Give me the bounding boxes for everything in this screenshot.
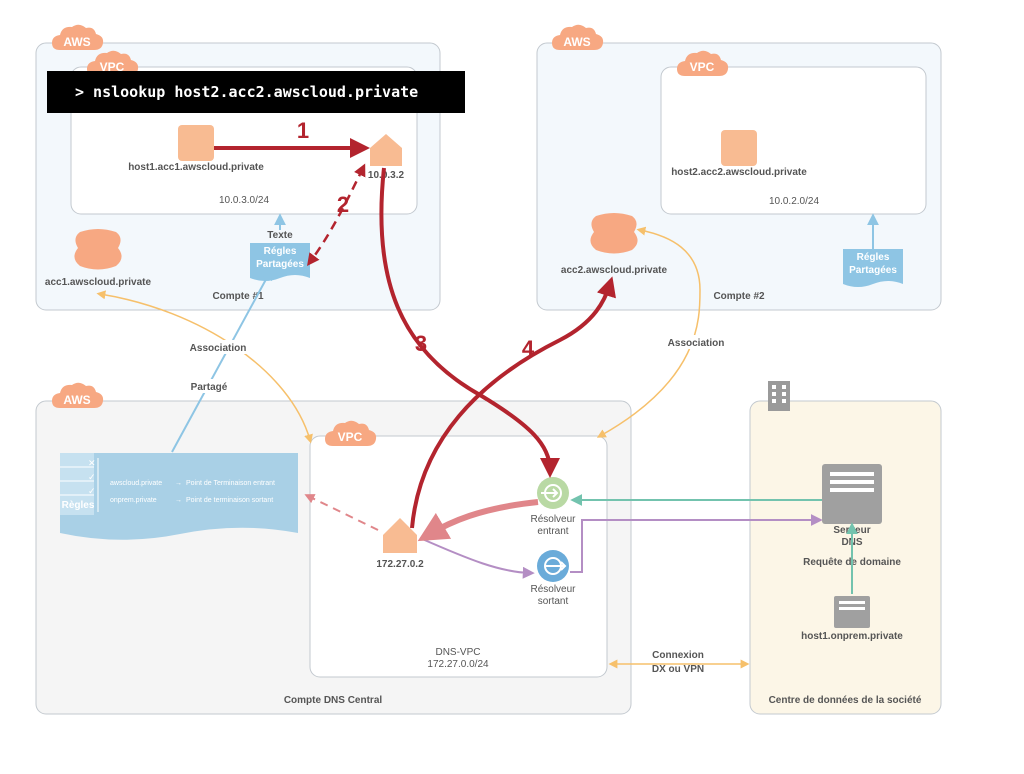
connection-label-1: Connexion	[652, 650, 704, 661]
aws-cloud-icon: AWS	[552, 24, 604, 50]
resolver-to-outbound-line	[419, 537, 535, 579]
outbound-resolver-label-2: sortant	[538, 596, 569, 607]
vpc-cloud-icon: VPC	[87, 50, 139, 76]
vpc-cloud-icon: VPC	[677, 50, 729, 76]
svg-text:VPC: VPC	[100, 60, 125, 74]
connection-label-2: DX ou VPN	[652, 664, 704, 675]
outbound-resolver-icon	[537, 550, 569, 582]
outbound-to-dns-server-line	[570, 514, 823, 573]
vpc-cloud-icon: VPC	[325, 420, 377, 446]
svg-text:AWS: AWS	[63, 393, 90, 407]
acc1-zone-label: acc1.awscloud.private	[45, 277, 152, 288]
step-2-dashed-arrow	[307, 163, 366, 267]
svg-text:Point de terminaison sortant: Point de terminaison sortant	[186, 497, 273, 504]
svg-text:Partagées: Partagées	[849, 265, 897, 276]
inbound-to-central-resolver-line	[417, 499, 539, 542]
central-vpc-box	[309, 435, 608, 678]
svg-text:Régles: Régles	[857, 252, 890, 263]
datacenter-label: Centre de données de la société	[769, 695, 922, 706]
acc2-host-icon	[721, 130, 757, 166]
acc2-host-label: host2.acc2.awscloud.private	[671, 167, 807, 178]
svg-text:Point de Terminaison entrant: Point de Terminaison entrant	[186, 480, 275, 487]
acc2-zone-label: acc2.awscloud.private	[561, 265, 668, 276]
acc2-shared-rules-doc-icon: Régles Partagées	[843, 249, 903, 287]
svg-text:Régles: Régles	[264, 246, 297, 257]
central-account-label: Compte DNS Central	[284, 695, 383, 706]
acc1-resolver-ip: 10.0.3.2	[368, 170, 405, 181]
central-resolver-ip: 172.27.0.2	[376, 559, 424, 570]
nslookup-command-banner: > nslookup host2.acc2.awscloud.private	[47, 71, 465, 113]
step-2-number: 2	[337, 192, 349, 217]
svg-text:VPC: VPC	[690, 60, 715, 74]
share-acc1-line	[171, 267, 273, 453]
svg-text:AWS: AWS	[63, 35, 90, 49]
check-icon: ✓	[88, 487, 96, 497]
svg-text:onprem.private: onprem.private	[110, 497, 157, 504]
shared-label: Partagé	[191, 382, 228, 393]
svg-text:→: →	[175, 497, 182, 504]
acc1-shared-rules-doc-icon: Régles Partagées	[250, 243, 310, 281]
acc2-zone-shield-icon	[590, 213, 638, 254]
association-label-right: Association	[668, 338, 725, 349]
aws-cloud-icon: AWS	[52, 24, 104, 50]
step-4-number: 4	[522, 336, 535, 361]
aws-cloud-icon: AWS	[52, 382, 104, 408]
acc2-vpc-box	[660, 66, 927, 215]
step-3-number: 3	[415, 331, 427, 356]
step-1-number: 1	[297, 118, 309, 143]
outbound-resolver-label-1: Résolveur	[530, 584, 576, 595]
building-icon	[768, 381, 790, 411]
datacenter-box	[749, 400, 942, 715]
acc1-resolver-home-icon	[370, 134, 402, 166]
svg-text:VPC: VPC	[338, 430, 363, 444]
svg-text:Partagées: Partagées	[256, 259, 304, 270]
inbound-resolver-label-1: Résolveur	[530, 514, 576, 525]
association-label-left: Association	[190, 343, 247, 354]
check-icon: ✓	[88, 473, 96, 483]
onprem-host-icon	[834, 596, 870, 628]
central-rules-doc: ✕ ✓ ✓ Règles awscloud.private → Point de…	[60, 453, 298, 540]
association-acc2-line	[596, 226, 701, 438]
svg-text:AWS: AWS	[563, 35, 590, 49]
step-3-arrow	[379, 167, 560, 478]
acc1-host-icon	[178, 125, 214, 161]
dns-server-icon	[822, 464, 882, 524]
central-vpc-cidr: 172.27.0.0/24	[427, 659, 489, 670]
acc2-account-label: Compte #2	[713, 291, 765, 302]
central-resolver-home-icon	[383, 518, 417, 553]
acc1-text-label: Texte	[267, 230, 293, 241]
svg-text:awscloud.private: awscloud.private	[110, 480, 162, 487]
check-icon: ✕	[88, 459, 96, 469]
acc2-vpc-cidr: 10.0.2.0/24	[769, 196, 819, 207]
inbound-resolver-label-2: entrant	[537, 526, 568, 537]
central-vpc-name: DNS-VPC	[435, 647, 480, 658]
acc1-vpc-cidr: 10.0.3.0/24	[219, 195, 269, 206]
inbound-resolver-icon	[537, 477, 569, 509]
onprem-host-label: host1.onprem.private	[801, 631, 903, 642]
acc1-host-label: host1.acc1.awscloud.private	[128, 162, 264, 173]
acc1-zone-shield-icon	[74, 229, 122, 270]
svg-text:→: →	[175, 480, 182, 487]
step-4-arrow	[410, 276, 616, 529]
rules-doc-title: Règles	[62, 500, 95, 511]
